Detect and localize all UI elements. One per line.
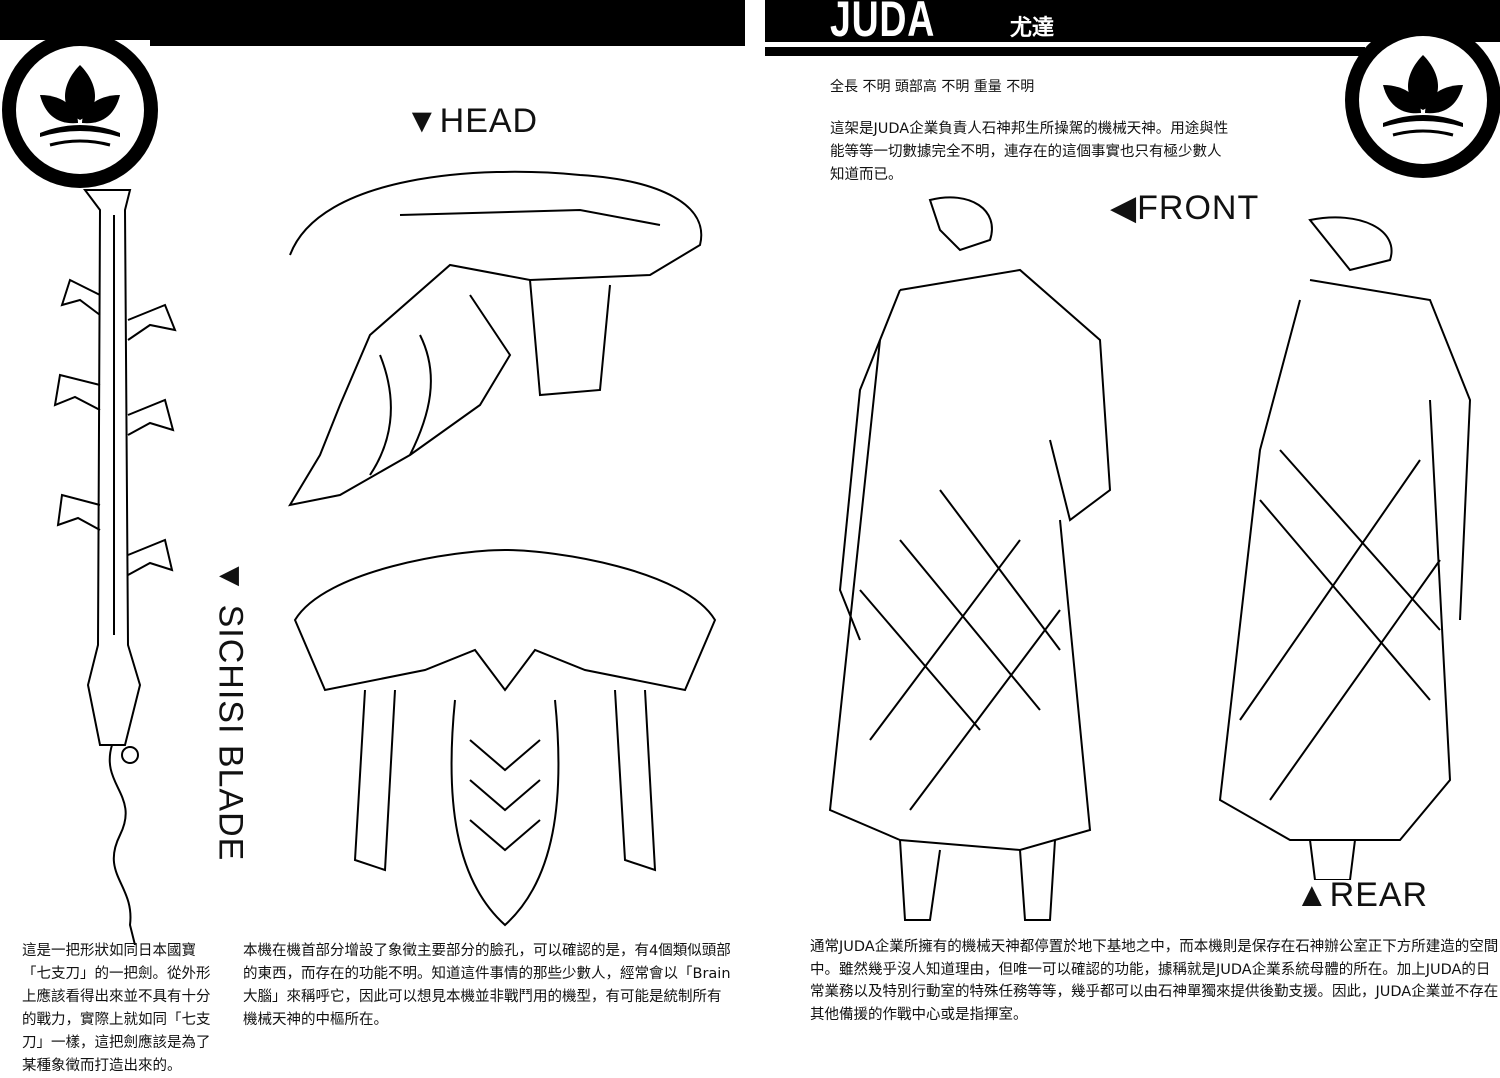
label-head: ▼HEAD — [405, 102, 539, 140]
page-title: JUDA — [830, 0, 936, 47]
caption-head: 本機在機首部分增設了象徵主要部分的臉孔，可以確認的是，有4個類似頭部的東西，而存… — [243, 943, 731, 1028]
label-sichisi-blade: ▼ SICHISI BLADE — [211, 559, 250, 862]
page-gutter — [745, 0, 765, 1061]
header-rule-right — [765, 47, 1365, 56]
juda-rear-illustration — [1218, 216, 1472, 880]
juda-front-illustration — [828, 196, 1112, 921]
head-front-illustration — [293, 548, 717, 927]
head-side-illustration — [287, 170, 703, 507]
header-bar-right — [765, 0, 1500, 42]
caption-blade: 這是一把形狀如同日本國寶「七支刀」的一把劍。從外形上應該看得出來並不具有十分的戰… — [22, 943, 211, 1074]
crest-emblem-left — [2, 32, 158, 188]
label-front: ◀FRONT — [1110, 189, 1260, 227]
spec-line: 全長 不明 頭部高 不明 重量 不明 — [830, 79, 1035, 95]
page-subtitle: 尤達 — [1010, 16, 1055, 41]
sichisi-blade-illustration — [53, 189, 177, 945]
label-rear: ▲REAR — [1295, 876, 1429, 914]
intro-text: 這架是JUDA企業負責人石神邦生所操駕的機械天神。用途與性能等等一切數據完全不明… — [830, 121, 1229, 183]
header-rule-left — [150, 40, 745, 46]
caption-body: 通常JUDA企業所擁有的機械天神都停置於地下基地之中，而本機則是保存在石神辦公室… — [810, 939, 1499, 1023]
crest-emblem-right — [1345, 22, 1500, 178]
header-bar-left — [0, 0, 745, 40]
